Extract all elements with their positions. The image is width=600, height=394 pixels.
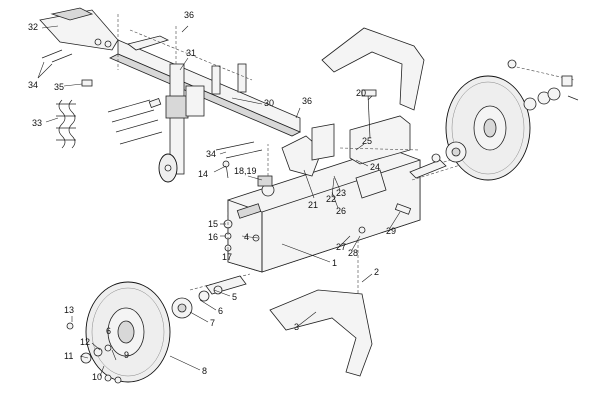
callout-10: 10: [92, 372, 102, 382]
callout-5: 5: [232, 292, 237, 302]
callout-13: 13: [64, 305, 74, 315]
callout-7: 7: [210, 318, 215, 328]
callout-14: 14: [198, 169, 208, 179]
callout-24: 24: [370, 162, 380, 172]
callout-33: 33: [32, 118, 42, 128]
callout-16: 16: [208, 232, 218, 242]
safety-chain: [56, 99, 76, 149]
hitch-coupler: [39, 7, 119, 51]
callout-25: 25: [362, 136, 372, 146]
wheel-right: [431, 59, 579, 181]
leader-lines: [37, 25, 401, 377]
wheel-left: [66, 281, 223, 384]
callout-18-19: 18,19: [234, 166, 257, 176]
callout-6: 6: [218, 306, 223, 316]
callout-3: 3: [294, 322, 299, 332]
fender-front: [269, 289, 373, 377]
callout-34-frame: 34: [206, 149, 216, 159]
callout-20: 20: [356, 88, 366, 98]
callout-6-left: 6: [106, 326, 111, 336]
callout-11: 11: [64, 351, 73, 361]
callout-26: 26: [336, 206, 346, 216]
callout-9: 9: [124, 350, 129, 360]
callout-17: 17: [222, 252, 232, 262]
callout-36-mid: 36: [302, 96, 312, 106]
callout-21: 21: [308, 200, 318, 210]
tongue-bar: [109, 35, 301, 137]
callout-32: 32: [28, 22, 38, 32]
callout-28: 28: [348, 248, 358, 258]
callout-15: 15: [208, 219, 218, 229]
callout-labels: 1 2 3 4 5 6 6 7 8 9 10 11 12 13 14 15 16…: [28, 10, 396, 382]
callout-1: 1: [332, 258, 337, 268]
callout-23: 23: [336, 188, 346, 198]
callout-30: 30: [264, 98, 274, 108]
callout-34-hitch: 34: [28, 80, 38, 90]
callout-29: 29: [386, 226, 396, 236]
callout-8: 8: [202, 366, 207, 376]
callout-2: 2: [374, 267, 379, 277]
fender-rear: [321, 27, 425, 111]
callout-35: 35: [54, 82, 64, 92]
callout-12: 12: [80, 337, 90, 347]
callout-27: 27: [336, 242, 346, 252]
jack: [158, 63, 205, 183]
callout-31: 31: [186, 48, 196, 58]
callout-4: 4: [244, 232, 249, 242]
callout-36-top: 36: [184, 10, 194, 20]
callout-22: 22: [326, 194, 336, 204]
